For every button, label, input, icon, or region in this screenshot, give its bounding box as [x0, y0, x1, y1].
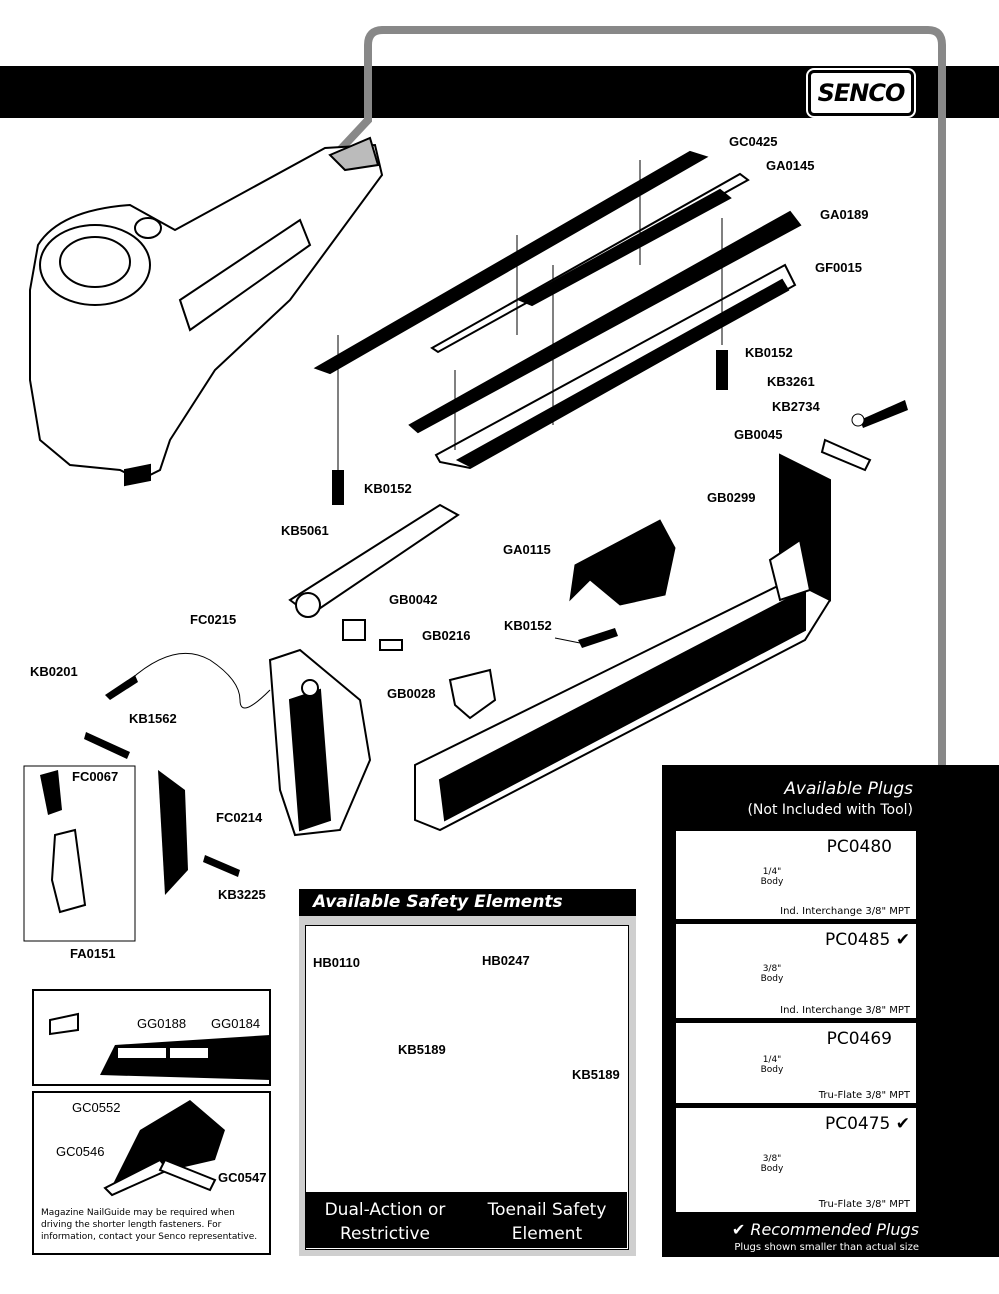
label-fc0215: FC0215 — [190, 612, 237, 627]
label-gc0547: GC0547 — [218, 1170, 267, 1185]
magazine — [414, 453, 831, 832]
safety-footer-left: Dual-Action or Restrictive — [324, 1200, 446, 1244]
plug-desc: Tru-Flate 3/8" MPT — [818, 1090, 910, 1101]
label-gb0028: GB0028 — [387, 686, 436, 701]
plug-card-pc0480: PC0480 1/4" Body Ind. Interchange 3/8" M… — [675, 830, 917, 920]
screw-kb3261 — [860, 400, 908, 428]
plugs-title: Available Plugs — [784, 779, 913, 799]
label-kb0152-b: KB0152 — [364, 481, 412, 496]
air-hose-line — [337, 26, 946, 1132]
safety-footer: Dual-Action or Restrictive Toenail Safet… — [305, 1192, 627, 1248]
part-gb0042 — [342, 619, 366, 641]
plugs-subtitle: (Not Included with Tool) — [747, 802, 913, 818]
label-ga0115: GA0115 — [503, 542, 551, 557]
label-hb0247: HB0247 — [482, 953, 530, 968]
label-kb3225: KB3225 — [218, 887, 266, 902]
label-kb3261: KB3261 — [767, 374, 815, 389]
screw-kb0152 — [716, 350, 728, 390]
driver-guide — [268, 648, 372, 837]
plug-card-pc0475: PC0475 ✔ 3/8" Body Tru-Flate 3/8" MPT — [675, 1107, 917, 1213]
label-kb5189-a: KB5189 — [398, 1042, 446, 1057]
label-fa0151: FA0151 — [70, 946, 116, 961]
label-gc0425: GC0425 — [729, 134, 778, 149]
label-fc0214: FC0214 — [216, 810, 263, 825]
part-fc0214 — [158, 770, 188, 895]
nailguide-note: Magazine NailGuide may be required when … — [41, 1208, 258, 1242]
label-kb1562: KB1562 — [129, 711, 177, 726]
recommended-note: ✔ Recommended Plugs — [731, 1220, 919, 1239]
pin-kb3225 — [203, 855, 240, 877]
safety-footer-right: Toenail Safety Element — [487, 1200, 607, 1244]
screw-kb0152-b — [332, 470, 344, 505]
label-gb0045: GB0045 — [734, 427, 783, 442]
label-gg0188: GG0188 — [137, 1016, 187, 1031]
plug-desc: Tru-Flate 3/8" MPT — [818, 1199, 910, 1210]
rail-parts — [313, 150, 802, 470]
plug-body: 3/8" Body — [760, 964, 784, 984]
label-kb5189-b: KB5189 — [572, 1067, 620, 1082]
label-gb0299: GB0299 — [707, 490, 756, 505]
label-kb0152-c: KB0152 — [504, 618, 552, 633]
screw-kb0201 — [105, 675, 138, 700]
label-gc0552: GC0552 — [72, 1100, 121, 1115]
plug-desc: Ind. Interchange 3/8" MPT — [780, 906, 910, 917]
label-gf0015: GF0015 — [815, 260, 862, 275]
label-gg0184: GG0184 — [211, 1016, 261, 1031]
screw-kb0152-c — [578, 628, 618, 648]
label-ga0145: GA0145 — [766, 158, 815, 173]
leader-lines — [337, 160, 723, 470]
plug-card-pc0485: PC0485 ✔ 3/8" Body Ind. Interchange 3/8"… — [675, 923, 917, 1019]
label-gb0042: GB0042 — [389, 592, 438, 607]
plug-body: 3/8" Body — [760, 1154, 784, 1174]
label-gc0546: GC0546 — [56, 1144, 105, 1159]
plug-desc: Ind. Interchange 3/8" MPT — [780, 1005, 910, 1016]
fa0151-box — [23, 765, 136, 942]
link-gb0045 — [820, 438, 872, 472]
safety-title: Available Safety Elements — [299, 889, 636, 916]
safety-panel: Available Safety Elements Dual-Action or… — [299, 889, 636, 1256]
label-kb5061: KB5061 — [281, 523, 329, 538]
senco-logo: SENCO — [808, 70, 914, 116]
plug-code: PC0480 — [826, 837, 892, 857]
label-kb0152-a: KB0152 — [745, 345, 793, 360]
plug-body: 1/4" Body — [760, 1055, 784, 1075]
plug-card-pc0469: PC0469 1/4" Body Tru-Flate 3/8" MPT — [675, 1022, 917, 1104]
pin-kb1562 — [84, 732, 130, 759]
plugs-panel: Available Plugs (Not Included with Tool)… — [662, 765, 999, 1257]
label-hb0110: HB0110 — [313, 955, 360, 970]
plug-code: PC0485 ✔ — [824, 930, 910, 950]
part-ga0115 — [569, 519, 676, 606]
label-kb0201: KB0201 — [30, 664, 78, 679]
label-kb2734: KB2734 — [772, 399, 820, 414]
plug-code: PC0469 — [826, 1029, 892, 1049]
part-gb0216 — [379, 639, 403, 651]
label-gb0216: GB0216 — [422, 628, 471, 643]
plugs-footnote: Plugs shown smaller than actual size — [734, 1242, 919, 1253]
label-ga0189: GA0189 — [820, 207, 869, 222]
part-gb0028 — [448, 668, 497, 720]
label-fc0067: FC0067 — [72, 769, 119, 784]
plug-code: PC0475 ✔ — [824, 1114, 910, 1134]
plug-body: 1/4" Body — [760, 867, 784, 887]
washer-kb2734 — [851, 413, 865, 427]
tool-housing — [29, 136, 384, 487]
